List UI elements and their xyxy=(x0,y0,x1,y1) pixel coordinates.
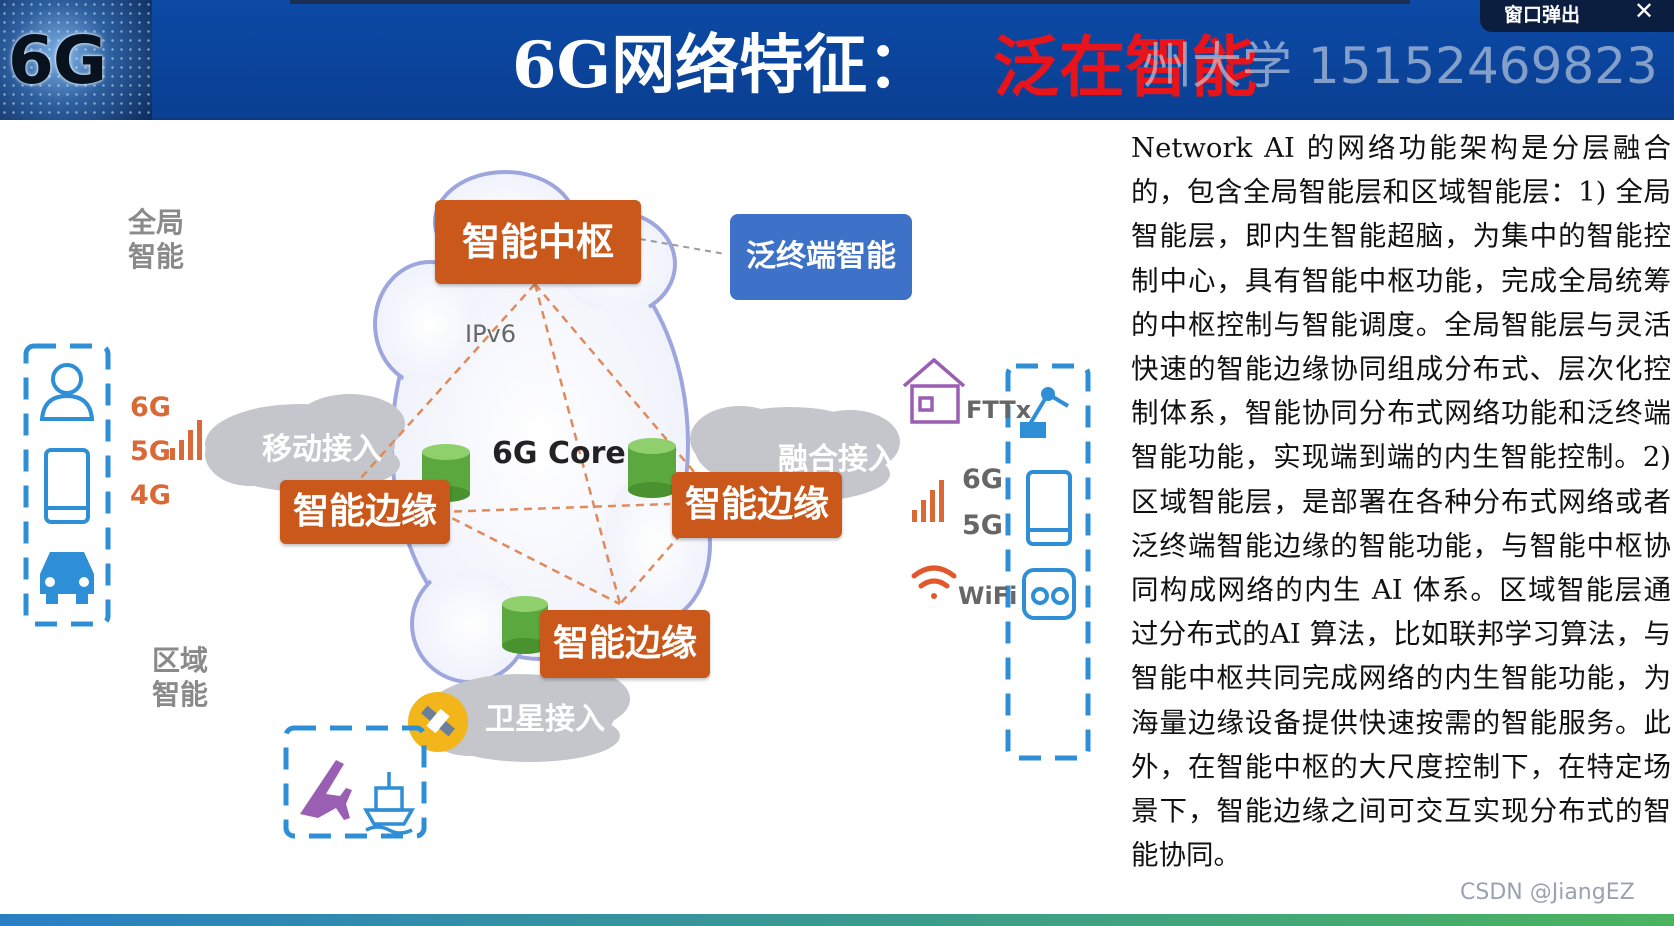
user-icon xyxy=(42,365,92,419)
aviation-maritime-group xyxy=(286,728,424,836)
intelligent-edge-left: 智能边缘 xyxy=(280,480,450,544)
logo-text: 6G xyxy=(8,22,106,99)
mobile-devices-group xyxy=(26,346,108,624)
description-paragraph: Network AI 的网络功能架构是分层融合的，包含全局智能层和区域智能层：1… xyxy=(1131,126,1671,877)
terminal-intelligence-box: 泛终端智能 xyxy=(730,214,912,300)
intelligent-edge-bottom: 智能边缘 xyxy=(540,610,710,678)
6g-logo: 6G xyxy=(0,0,152,120)
network-5g-right-label: 5G xyxy=(962,510,1003,541)
vr-headset-icon xyxy=(1024,570,1074,618)
watermark-text: 州大学 15152469823 xyxy=(1142,26,1658,98)
bottom-accent-bar xyxy=(0,914,1674,926)
signal-bars-icon xyxy=(912,480,944,522)
close-icon[interactable]: ✕ xyxy=(1634,0,1654,25)
wifi-icon xyxy=(914,568,954,599)
satellite-access-label: 卫星接入 xyxy=(485,694,605,738)
csdn-watermark: CSDN @JiangEZ xyxy=(1460,880,1635,905)
slide-title: 6G网络特征： xyxy=(512,14,931,106)
terminal-devices-group xyxy=(1008,366,1088,758)
intelligent-edge-right: 智能边缘 xyxy=(672,472,842,538)
satellite-icon xyxy=(408,692,468,752)
intelligent-hub-box: 智能中枢 xyxy=(435,200,641,284)
converged-access-label: 融合接入 xyxy=(778,434,898,478)
ship-icon xyxy=(366,772,412,833)
network-5g-label: 5G xyxy=(130,436,171,467)
phone-icon xyxy=(46,450,88,522)
ipv6-label: IPv6 xyxy=(465,320,516,348)
wifi-label: WiFi xyxy=(958,582,1017,610)
regional-intelligence-label: 区域 智能 xyxy=(152,644,212,712)
network-4g-label: 4G xyxy=(130,480,171,511)
database-icon xyxy=(628,438,676,498)
network-6g-right-label: 6G xyxy=(962,464,1003,495)
phone-icon xyxy=(1028,472,1070,544)
airplane-icon xyxy=(300,760,352,820)
top-border-line xyxy=(290,0,1410,4)
fttx-label: FTTx xyxy=(966,396,1031,424)
popup-window-button[interactable]: 窗口弹出 xyxy=(1504,0,1580,27)
network-ai-diagram: 全局 智能 区域 智能 智能中枢 泛终端智能 智能边缘 智能边缘 智能边缘 6G… xyxy=(0,124,1124,926)
signal-bars-icon xyxy=(170,420,202,460)
6g-core-label: 6G Core xyxy=(492,436,626,471)
car-icon xyxy=(40,552,94,604)
house-icon xyxy=(904,360,964,422)
global-intelligence-label: 全局 智能 xyxy=(128,206,188,274)
mobile-access-label: 移动接入 xyxy=(262,424,382,468)
network-6g-label: 6G xyxy=(130,392,171,423)
